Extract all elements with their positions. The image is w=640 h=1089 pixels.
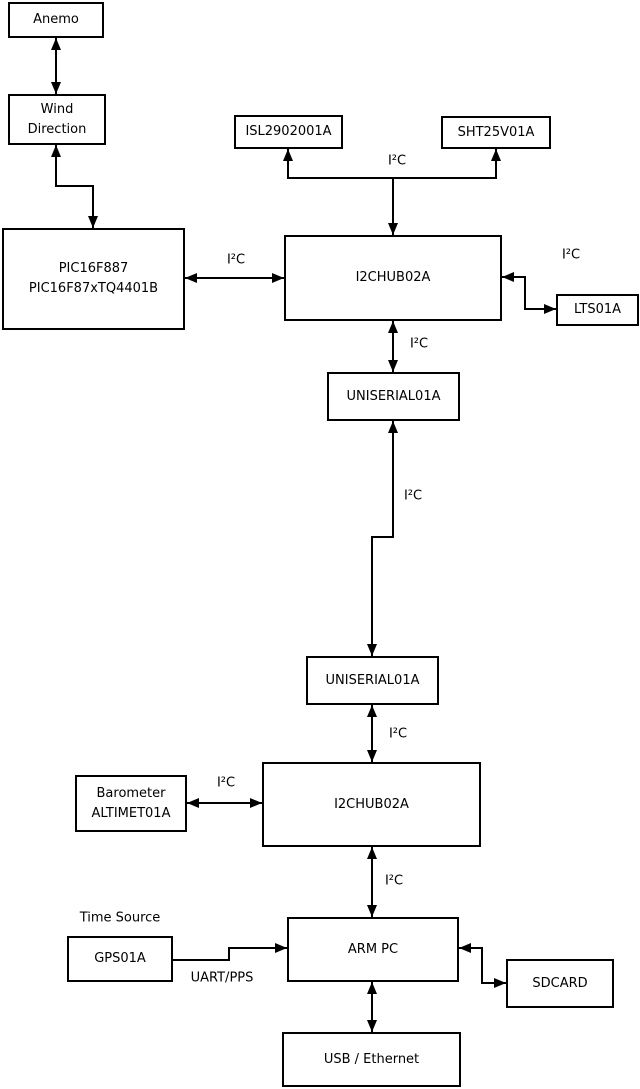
node-lts-temperature-sensor-label: LTS01A <box>573 302 622 317</box>
node-i2c-hub-1-label: I2CHUB02A <box>355 270 431 285</box>
node-usb-ethernet: USB / Ethernet <box>282 1032 461 1087</box>
node-pic-microcontroller: PIC16F887 PIC16F87xTQ4401B <box>2 228 185 330</box>
node-isl-light-sensor-label: ISL2902001A <box>245 124 332 139</box>
node-barometer-altimeter: Barometer ALTIMET01A <box>75 775 187 832</box>
node-sht-humidity-sensor: SHT25V01A <box>441 116 551 149</box>
node-anemometer-label: Anemo <box>33 12 79 27</box>
node-gps: GPS01A <box>67 936 173 982</box>
node-barometer-altimeter-label: Barometer ALTIMET01A <box>91 785 171 821</box>
node-uniserial-2-label: UNISERIAL01A <box>325 672 420 688</box>
edge-label-i2c-uniserial1-uniserial2: I²C <box>403 488 423 504</box>
node-uniserial-1: UNISERIAL01A <box>327 372 460 421</box>
edge-label-uart-pps: UART/PPS <box>190 970 254 986</box>
node-arm-pc: ARM PC <box>287 917 459 982</box>
node-i2c-hub-2: I2CHUB02A <box>262 762 481 847</box>
node-lts-temperature-sensor: LTS01A <box>556 294 639 326</box>
connector-armpc-sdcard <box>459 943 506 988</box>
node-usb-ethernet-label: USB / Ethernet <box>323 1051 420 1067</box>
node-anemometer: Anemo <box>8 2 104 38</box>
node-sht-humidity-sensor-label: SHT25V01A <box>457 124 535 140</box>
edge-label-i2c-hub1-sensors: I²C <box>387 153 407 169</box>
node-arm-pc-label: ARM PC <box>347 941 399 957</box>
edge-label-i2c-uniserial2-hub2: I²C <box>388 726 408 742</box>
caption-time-source: Time Source <box>79 910 161 926</box>
node-uniserial-1-label: UNISERIAL01A <box>346 388 441 404</box>
node-uniserial-2: UNISERIAL01A <box>306 656 439 705</box>
connector-gps-armpc <box>173 943 287 961</box>
edge-label-i2c-pic-hub1: I²C <box>226 252 246 268</box>
node-sdcard: SDCARD <box>506 959 614 1008</box>
connector-hub1-lts <box>502 272 556 314</box>
edge-label-i2c-barometer-hub2: I²C <box>216 775 236 791</box>
node-isl-light-sensor: ISL2902001A <box>234 115 343 149</box>
node-pic-microcontroller-label: PIC16F887 PIC16F87xTQ4401B <box>28 261 159 296</box>
node-i2c-hub-1: I2CHUB02A <box>284 235 502 321</box>
connector-uniserial1-uniserial2 <box>367 421 398 656</box>
node-sdcard-label: SDCARD <box>532 975 588 991</box>
edge-label-i2c-hub1-uniserial1: I²C <box>409 336 429 352</box>
node-wind-direction-label: Wind Direction <box>27 101 87 137</box>
node-wind-direction: Wind Direction <box>8 94 106 145</box>
edge-label-i2c-hub1-lts: I²C <box>561 247 581 263</box>
edge-label-i2c-hub2-armpc: I²C <box>384 873 404 889</box>
node-i2c-hub-2-label: I2CHUB02A <box>334 796 409 812</box>
node-gps-label: GPS01A <box>94 951 146 966</box>
connector-wind-pic <box>51 145 98 228</box>
